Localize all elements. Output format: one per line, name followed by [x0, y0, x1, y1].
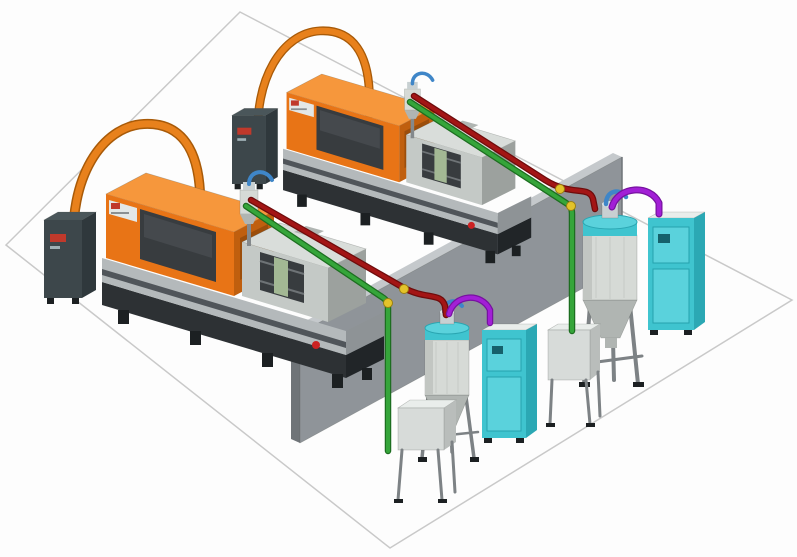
coupling-4 — [383, 298, 393, 308]
dryer-cabinet-2 — [481, 323, 538, 443]
purple-hose-hopper-2 — [447, 295, 492, 325]
red-pipe-hopper-1 — [412, 94, 597, 211]
coupling-1 — [555, 184, 565, 194]
dryer-cabinet-1 — [647, 211, 706, 335]
purple-hose-hopper-1 — [609, 187, 662, 217]
coupling-3 — [399, 284, 409, 294]
coupling-2 — [566, 201, 576, 211]
injection-molding-machine-2 — [44, 124, 384, 388]
support-table — [394, 399, 457, 503]
dryer-control-panel — [658, 234, 670, 243]
support-box — [546, 323, 602, 427]
conveying-pipework — [242, 92, 663, 455]
dryer-control-panel — [492, 346, 503, 354]
